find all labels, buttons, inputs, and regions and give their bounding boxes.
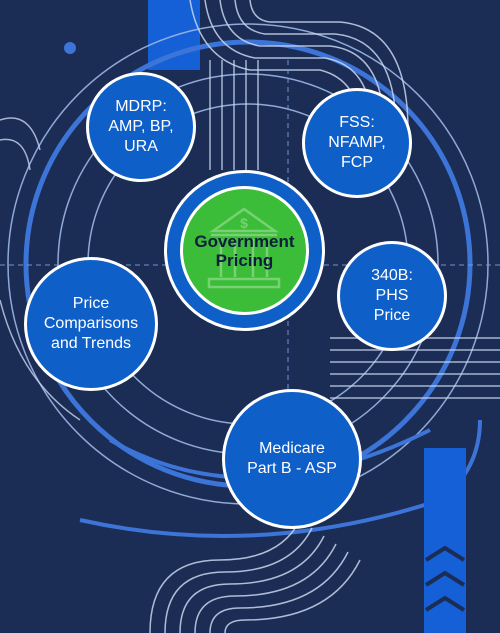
node-medicare: Medicare Part B - ASP: [222, 389, 362, 529]
bank-building-dollar-icon: $: [207, 207, 281, 289]
center-label: Government Pricing: [194, 231, 295, 270]
node-mdrp: MDRP: AMP, BP, URA: [86, 72, 196, 182]
node-medicare-label: Medicare Part B - ASP: [247, 440, 337, 477]
node-fss: FSS: NFAMP, FCP: [302, 88, 412, 198]
bottom-wave-lines: [149, 519, 361, 633]
right-stripe-lines: [330, 337, 500, 399]
vertical-line-cluster: [209, 60, 259, 170]
node-340b: 340B: PHS Price: [337, 241, 447, 351]
node-340b-label: 340B: PHS Price: [371, 267, 413, 324]
left-curve-lines: [0, 117, 81, 421]
chevron-column: [424, 448, 466, 633]
node-price-comparisons-label: Price Comparisons and Trends: [43, 295, 139, 352]
chevron-icons: [424, 545, 466, 612]
svg-text:$: $: [240, 215, 248, 231]
accent-dot: [64, 42, 76, 54]
node-fss-label: FSS: NFAMP, FCP: [328, 114, 386, 171]
node-mdrp-label: MDRP: AMP, BP, URA: [108, 98, 174, 155]
node-price-comparisons: Price Comparisons and Trends: [24, 257, 158, 391]
government-pricing-hub: $ Government Pricing: [180, 186, 309, 315]
